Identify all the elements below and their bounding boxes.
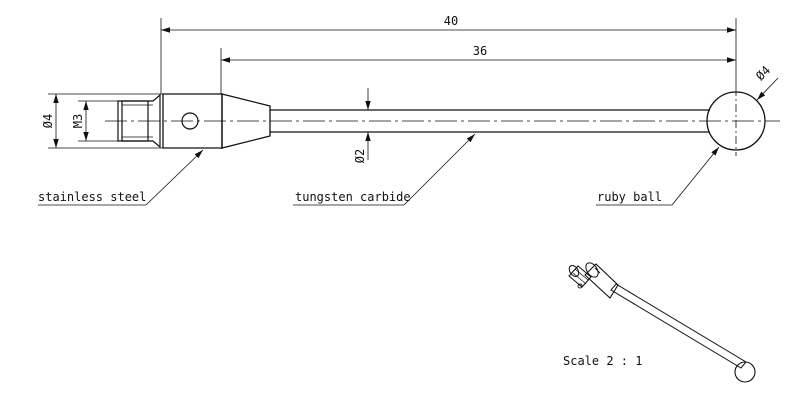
thread-label: M3 bbox=[71, 114, 85, 128]
dimension-ball-diameter: Ø4 bbox=[753, 63, 779, 101]
dimension-thread: M3 bbox=[71, 100, 118, 142]
tip-material-label: ruby ball bbox=[597, 190, 662, 204]
stem-diameter-label: Ø2 bbox=[353, 149, 367, 163]
ruby-ball bbox=[706, 88, 766, 156]
body-diameter-label: Ø4 bbox=[41, 114, 55, 128]
stem-length-label: 36 bbox=[473, 44, 487, 58]
dimension-stem-diameter: Ø2 bbox=[353, 88, 371, 163]
callout-body-material: stainless steel bbox=[38, 149, 204, 206]
dimension-overall-length: 40 bbox=[160, 14, 737, 94]
ball-diameter-label: Ø4 bbox=[753, 63, 773, 83]
body-material-label: stainless steel bbox=[38, 190, 146, 204]
stem-material-label: tungsten carbide bbox=[295, 190, 411, 204]
callout-stem-material: tungsten carbide bbox=[293, 133, 476, 206]
callout-tip-material: ruby ball bbox=[596, 146, 720, 206]
dimension-stem-length: 36 bbox=[220, 44, 736, 94]
dimension-body-diameter: Ø4 bbox=[41, 93, 163, 149]
probe-body bbox=[162, 93, 271, 149]
scale-label: Scale 2 : 1 bbox=[563, 354, 642, 368]
wrench-hole bbox=[181, 112, 199, 130]
probe-stem bbox=[270, 109, 710, 133]
iso-ruby-ball bbox=[734, 361, 756, 383]
overall-length-label: 40 bbox=[444, 14, 458, 28]
isometric-view bbox=[568, 262, 756, 383]
